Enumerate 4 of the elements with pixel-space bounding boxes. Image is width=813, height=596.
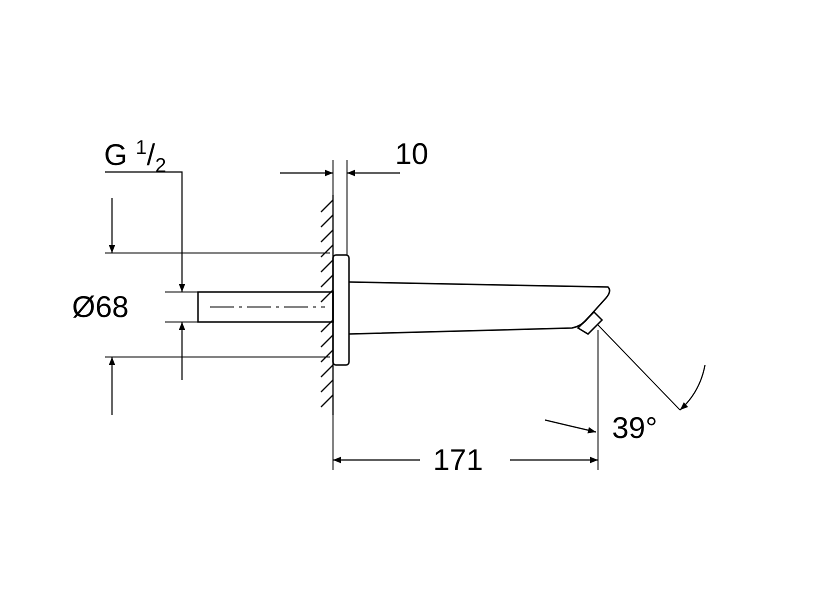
dimension-label: 10	[395, 140, 428, 170]
dimension-label: Ø68	[72, 293, 129, 323]
dimension-label: 171	[433, 446, 484, 476]
dimension-label: 39°	[612, 414, 658, 444]
